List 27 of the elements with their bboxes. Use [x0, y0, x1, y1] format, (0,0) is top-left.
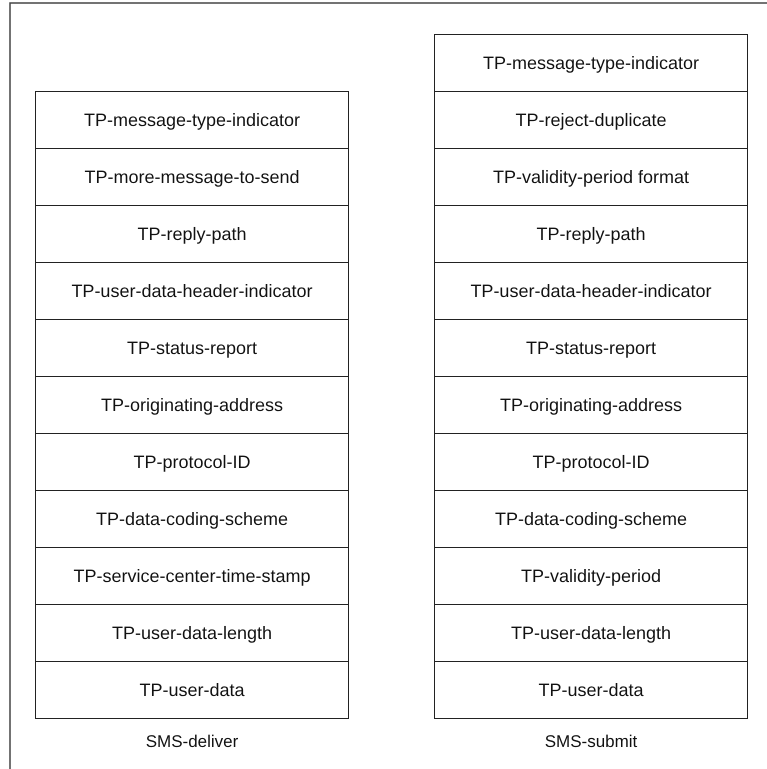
- field-cell: TP-protocol-ID: [36, 434, 348, 491]
- field-cell: TP-protocol-ID: [435, 434, 747, 491]
- table-caption: SMS-submit: [544, 732, 638, 752]
- field-cell: TP-user-data-header-indicator: [435, 263, 747, 320]
- field-cell: TP-validity-period format: [435, 149, 747, 206]
- field-cell: TP-message-type-indicator: [435, 35, 747, 92]
- field-table: [35, 91, 349, 719]
- field-cell: TP-service-center-time-stamp: [36, 548, 348, 605]
- field-cell: TP-originating-address: [435, 377, 747, 434]
- field-table: [434, 34, 748, 719]
- field-cell: TP-reply-path: [36, 206, 348, 263]
- field-cell: TP-validity-period: [435, 548, 747, 605]
- field-cell: TP-user-data-length: [36, 605, 348, 662]
- field-cell: TP-originating-address: [36, 377, 348, 434]
- field-cell: TP-reject-duplicate: [435, 92, 747, 149]
- field-cell: TP-user-data: [435, 662, 747, 719]
- field-cell: TP-data-coding-scheme: [435, 491, 747, 548]
- field-cell: TP-status-report: [435, 320, 747, 377]
- field-cell: TP-user-data-header-indicator: [36, 263, 348, 320]
- field-cell: TP-data-coding-scheme: [36, 491, 348, 548]
- table-caption: SMS-deliver: [144, 732, 240, 752]
- field-cell: TP-more-message-to-send: [36, 149, 348, 206]
- field-cell: TP-user-data-length: [435, 605, 747, 662]
- field-cell: TP-message-type-indicator: [36, 92, 348, 149]
- field-cell: TP-reply-path: [435, 206, 747, 263]
- field-cell: TP-status-report: [36, 320, 348, 377]
- field-cell: TP-user-data: [36, 662, 348, 719]
